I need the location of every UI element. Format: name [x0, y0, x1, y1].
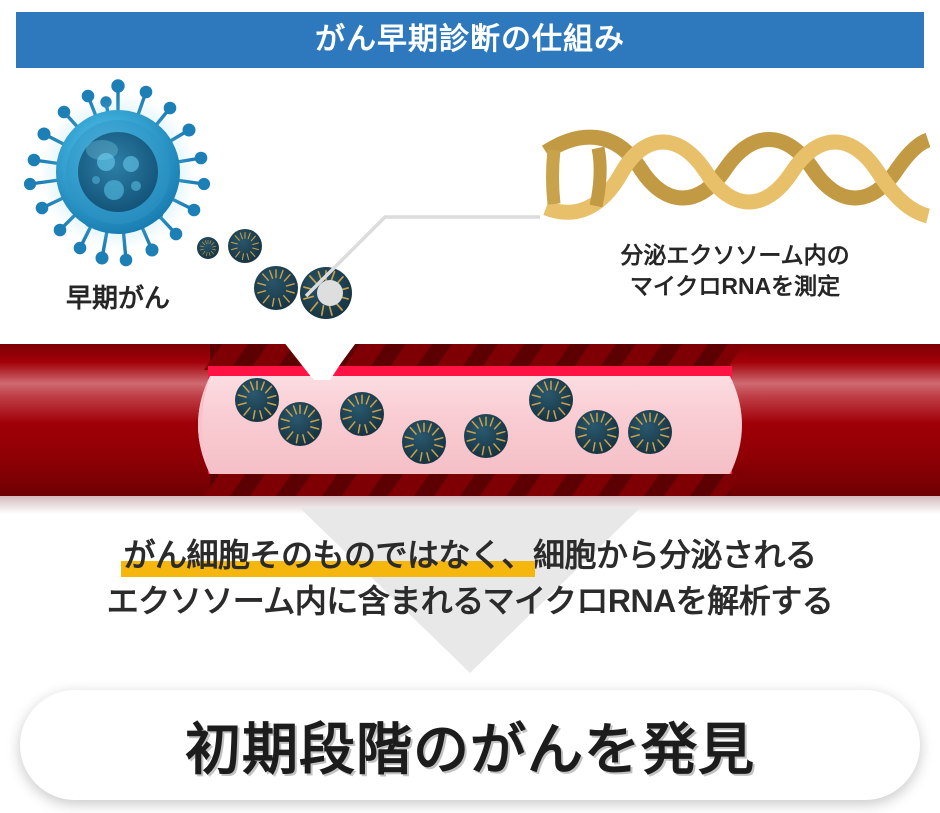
result-text: 初期段階のがんを発見 [185, 717, 755, 781]
blood-vessel-icon [0, 332, 940, 514]
spiky-cancer-cell-icon [23, 79, 211, 267]
exosome-particle-icon [197, 229, 352, 319]
down-chevron-arrow-icon [300, 508, 640, 673]
blood-vessel-illustration [0, 332, 940, 514]
header-banner: がん早期診断の仕組み [16, 12, 924, 68]
highlighted-phrase: がん細胞そのものではなく、 [121, 532, 535, 578]
down-arrow-background [300, 508, 640, 678]
description-line-1: がん細胞そのものではなく、細胞から分泌される [0, 532, 940, 578]
page-title: がん早期診断の仕組み [315, 23, 625, 56]
rna-double-helix-icon [541, 129, 931, 224]
cancer-cell-illustration [18, 72, 218, 272]
rna-caption-line-1: 分泌エクソソーム内の [620, 242, 850, 268]
rna-caption: 分泌エクソソーム内の マイクロRNAを測定 [540, 240, 930, 302]
cancer-cell-label: 早期がん [65, 283, 170, 313]
result-pill: 初期段階のがんを発見 [20, 690, 920, 800]
callout-line-icon [304, 215, 540, 298]
rna-helix-illustration [540, 120, 931, 240]
description-text: がん細胞そのものではなく、細胞から分泌される エクソソーム内に含まれるマイクロR… [0, 532, 940, 625]
callout-connector [300, 160, 590, 320]
white-funnel-wedge-icon [276, 332, 364, 380]
description-line-1-rest: 細胞から分泌される [533, 537, 817, 573]
description-line-2: エクソソーム内に含まれるマイクロRNAを解析する [106, 583, 834, 620]
rna-caption-line-2: マイクロRNAを測定 [629, 273, 841, 300]
exosome-chain [190, 228, 360, 333]
